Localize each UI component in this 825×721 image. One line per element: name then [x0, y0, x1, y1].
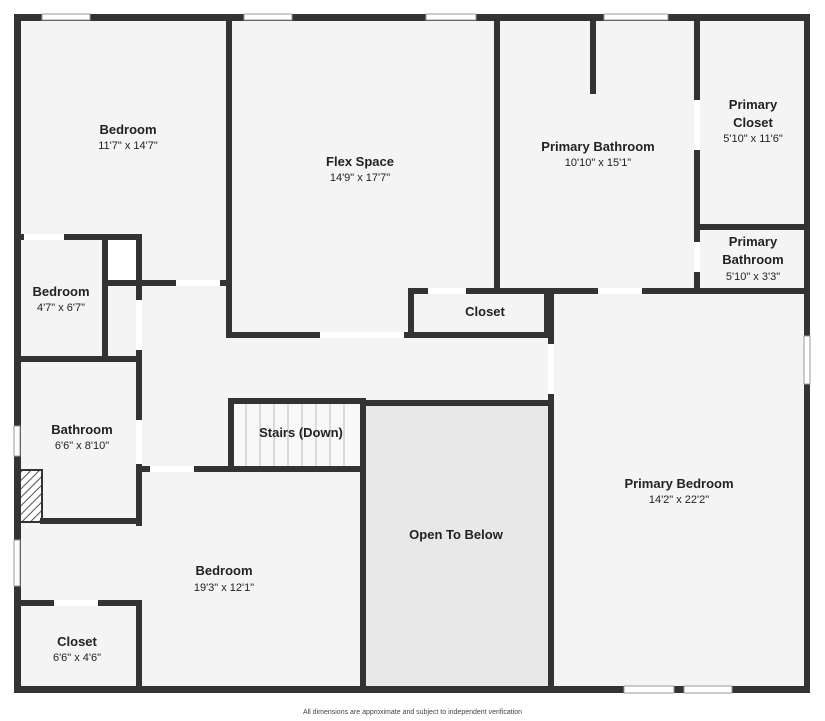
room-name-primary-closet-line2: Closet	[733, 115, 773, 130]
room-name-primary-closet-line1: Primary	[729, 97, 778, 112]
room-dims-bedroom-small: 4'7" x 6'7"	[37, 302, 85, 314]
room-dims-primary-closet: 5'10" x 11'6"	[723, 133, 783, 145]
room-dims-primary-bathroom-main: 10'10" x 15'1"	[565, 157, 632, 169]
room-name-primary-bedroom: Primary Bedroom	[624, 476, 733, 491]
room-name-bedroom-sw: Bedroom	[195, 563, 252, 578]
room-name-stairs: Stairs (Down)	[259, 425, 343, 440]
room-name-closet-sw: Closet	[57, 634, 97, 649]
room-dims-primary-bedroom: 14'2" x 22'2"	[649, 494, 709, 506]
dimensions-disclaimer: All dimensions are approximate and subje…	[302, 709, 523, 716]
stairs-symbol	[232, 404, 362, 468]
room-dims-closet-sw: 6'6" x 4'6"	[53, 652, 101, 664]
room-name-bathroom: Bathroom	[51, 422, 112, 437]
room-dims-flex-space: 14'9" x 17'7"	[330, 172, 390, 184]
room-dims-bedroom-nw: 11'7" x 14'7"	[98, 140, 158, 152]
room-name-bedroom-small: Bedroom	[32, 284, 89, 299]
open-to-below-area	[366, 404, 550, 690]
windows	[13, 13, 811, 694]
room-name-open-to-below: Open To Below	[409, 527, 504, 542]
room-name-primary-bathroom-small-line1: Primary	[729, 234, 778, 249]
door-openings	[24, 100, 700, 606]
room-name-primary-bathroom-small-line2: Bathroom	[722, 252, 783, 267]
room-dims-bathroom: 6'6" x 8'10"	[55, 440, 109, 452]
room-name-primary-bathroom-main: Primary Bathroom	[541, 139, 654, 154]
room-name-closet-center: Closet	[465, 304, 505, 319]
room-name-bedroom-nw: Bedroom	[99, 122, 156, 137]
room-dims-bedroom-sw: 19'3" x 12'1"	[194, 582, 254, 594]
room-dims-primary-bathroom-small: 5'10" x 3'3"	[726, 271, 780, 283]
hatched-shaft	[19, 469, 43, 523]
room-name-flex-space: Flex Space	[326, 154, 394, 169]
